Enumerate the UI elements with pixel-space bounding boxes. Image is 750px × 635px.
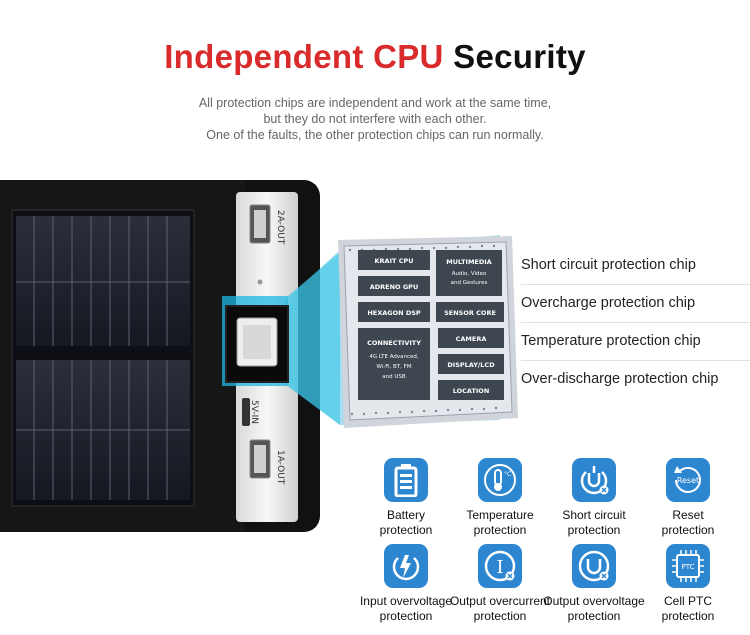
reset-icon: Reset <box>666 458 710 502</box>
chip-block-hexagon-label: HEXAGON DSP <box>367 309 421 317</box>
chip-block-camera-label: CAMERA <box>456 335 487 343</box>
chip-label-overcharge: Overcharge protection chip <box>521 285 750 323</box>
chip-block-krait-label: KRAIT CPU <box>375 257 414 265</box>
overcurrent-icon: I <box>478 544 522 588</box>
chip-label-over-discharge: Over-discharge protection chip <box>521 371 719 387</box>
short-circuit-icon <box>572 458 616 502</box>
title-highlight: Independent CPU <box>164 38 444 75</box>
cpu-chip-board: KRAIT CPU MULTIMEDIA Audio, Video and Ge… <box>338 236 518 428</box>
port-label-top: 2A-OUT <box>275 210 285 245</box>
chip-block-sensor-label: SENSOR CORE <box>444 309 496 317</box>
chip-label-short-circuit: Short circuit protection chip <box>521 247 750 285</box>
title-rest: Security <box>453 38 586 75</box>
ptc-badge-text: PTC <box>682 563 695 571</box>
subtitle-line-3: One of the faults, the other protection … <box>206 128 544 142</box>
chip-block-display <box>438 354 504 374</box>
chip-block-connectivity-sub2: Wi-Fi, BT, FM <box>376 364 411 370</box>
battery-icon <box>384 458 428 502</box>
subtitle-line-2: but they do not interfere with each othe… <box>263 112 487 126</box>
chip-block-multimedia-label: MULTIMEDIA <box>446 258 491 266</box>
chip-block-multimedia-sub2: and Gestures <box>451 280 488 286</box>
chip-block-sensor <box>436 302 504 322</box>
chip-block-location <box>438 380 504 400</box>
page-title: Independent CPU Security <box>0 38 750 76</box>
chip-block-multimedia-sub1: Audio, Video <box>452 271 487 277</box>
small-chip <box>225 305 289 383</box>
chip-block-display-label: DISPLAY/LCD <box>447 361 495 369</box>
chip-block-connectivity-sub1: 4G LTE Advanced, <box>369 354 419 360</box>
chip-block-location-label: LOCATION <box>453 387 490 395</box>
chip-block-multimedia <box>436 250 502 296</box>
port-label-mid: 5V-IN <box>249 400 259 424</box>
chip-block-krait <box>358 250 430 270</box>
svg-text:°C: °C <box>504 471 511 478</box>
chip-block-connectivity <box>358 328 430 400</box>
ptc-chip-icon: PTC <box>666 544 710 588</box>
svg-text:I: I <box>496 557 503 578</box>
thermometer-icon: °C <box>478 458 522 502</box>
chip-block-adreno-label: ADRENO GPU <box>370 283 418 291</box>
lightning-icon <box>384 544 428 588</box>
chip-block-hexagon <box>358 302 430 322</box>
overvoltage-icon <box>572 544 616 588</box>
status-led <box>257 279 263 285</box>
reset-badge-text: Reset <box>677 476 699 485</box>
chip-block-camera <box>438 328 504 348</box>
chip-block-connectivity-sub3: and USB <box>382 374 406 380</box>
port-label-bottom: 1A-OUT <box>275 450 285 485</box>
chip-block-connectivity-label: CONNECTIVITY <box>367 339 421 347</box>
chip-block-adreno <box>358 276 430 296</box>
micro-usb-port <box>242 398 250 426</box>
subtitle-line-1: All protection chips are independent and… <box>198 96 552 110</box>
chip-label-temperature: Temperature protection chip <box>521 323 750 361</box>
chip-label-list: Short circuit protection chip Overcharge… <box>521 247 750 398</box>
solar-cells <box>16 216 190 500</box>
power-bank-body <box>0 180 320 532</box>
